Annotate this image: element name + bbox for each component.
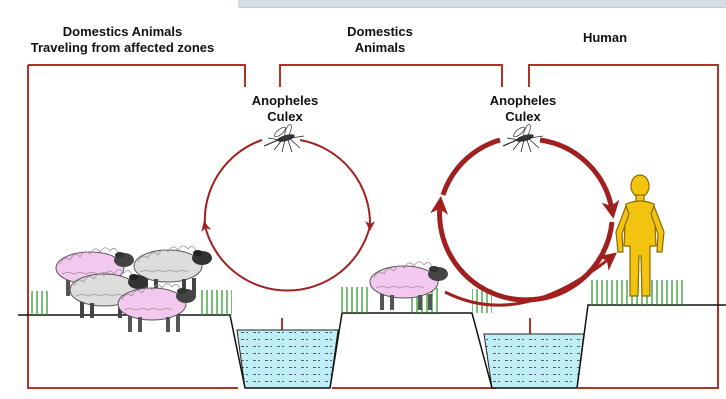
cycle-arrow-right-up <box>443 140 500 195</box>
label-domestics-animals-line1: Domestics <box>310 24 450 40</box>
water-pond-left <box>237 330 338 388</box>
human-figure-icon <box>616 175 664 296</box>
label-vector-right-line1: Anopheles <box>468 93 578 109</box>
label-human: Human <box>560 30 650 46</box>
zone-border-middle <box>280 65 502 87</box>
cycle-arrow-right-down <box>540 140 612 210</box>
label-domestics-animals: Domestics Animals <box>310 24 450 56</box>
label-vector-right: Anopheles Culex <box>468 93 578 125</box>
label-domestics-animals-traveling-line1: Domestics Animals <box>0 24 245 40</box>
label-vector-left-line1: Anopheles <box>230 93 340 109</box>
mosquito-icon <box>503 124 543 152</box>
mosquito-icon <box>264 124 304 152</box>
label-vector-left-line2: Culex <box>230 109 340 125</box>
grass-left <box>28 291 50 315</box>
label-domestics-animals-traveling: Domestics Animals Traveling from affecte… <box>0 24 245 56</box>
zone-border-left <box>28 65 245 388</box>
grass-middle <box>340 287 370 313</box>
label-domestics-animals-line2: Animals <box>310 40 450 56</box>
cycle-arrow-left-up <box>205 140 262 226</box>
label-domestics-animals-traveling-line2: Traveling from affected zones <box>0 40 245 56</box>
cycle-arrow-left-down <box>300 140 370 226</box>
cycle-arrow-right-bottom <box>440 205 612 300</box>
label-vector-left: Anopheles Culex <box>230 93 340 125</box>
sheep-icon <box>134 246 212 294</box>
grass-left-2 <box>200 290 232 315</box>
water-pond-right <box>484 334 584 388</box>
label-vector-right-line2: Culex <box>468 109 578 125</box>
ground-line <box>18 305 726 388</box>
cycle-arrow-left-bottom <box>205 226 370 291</box>
